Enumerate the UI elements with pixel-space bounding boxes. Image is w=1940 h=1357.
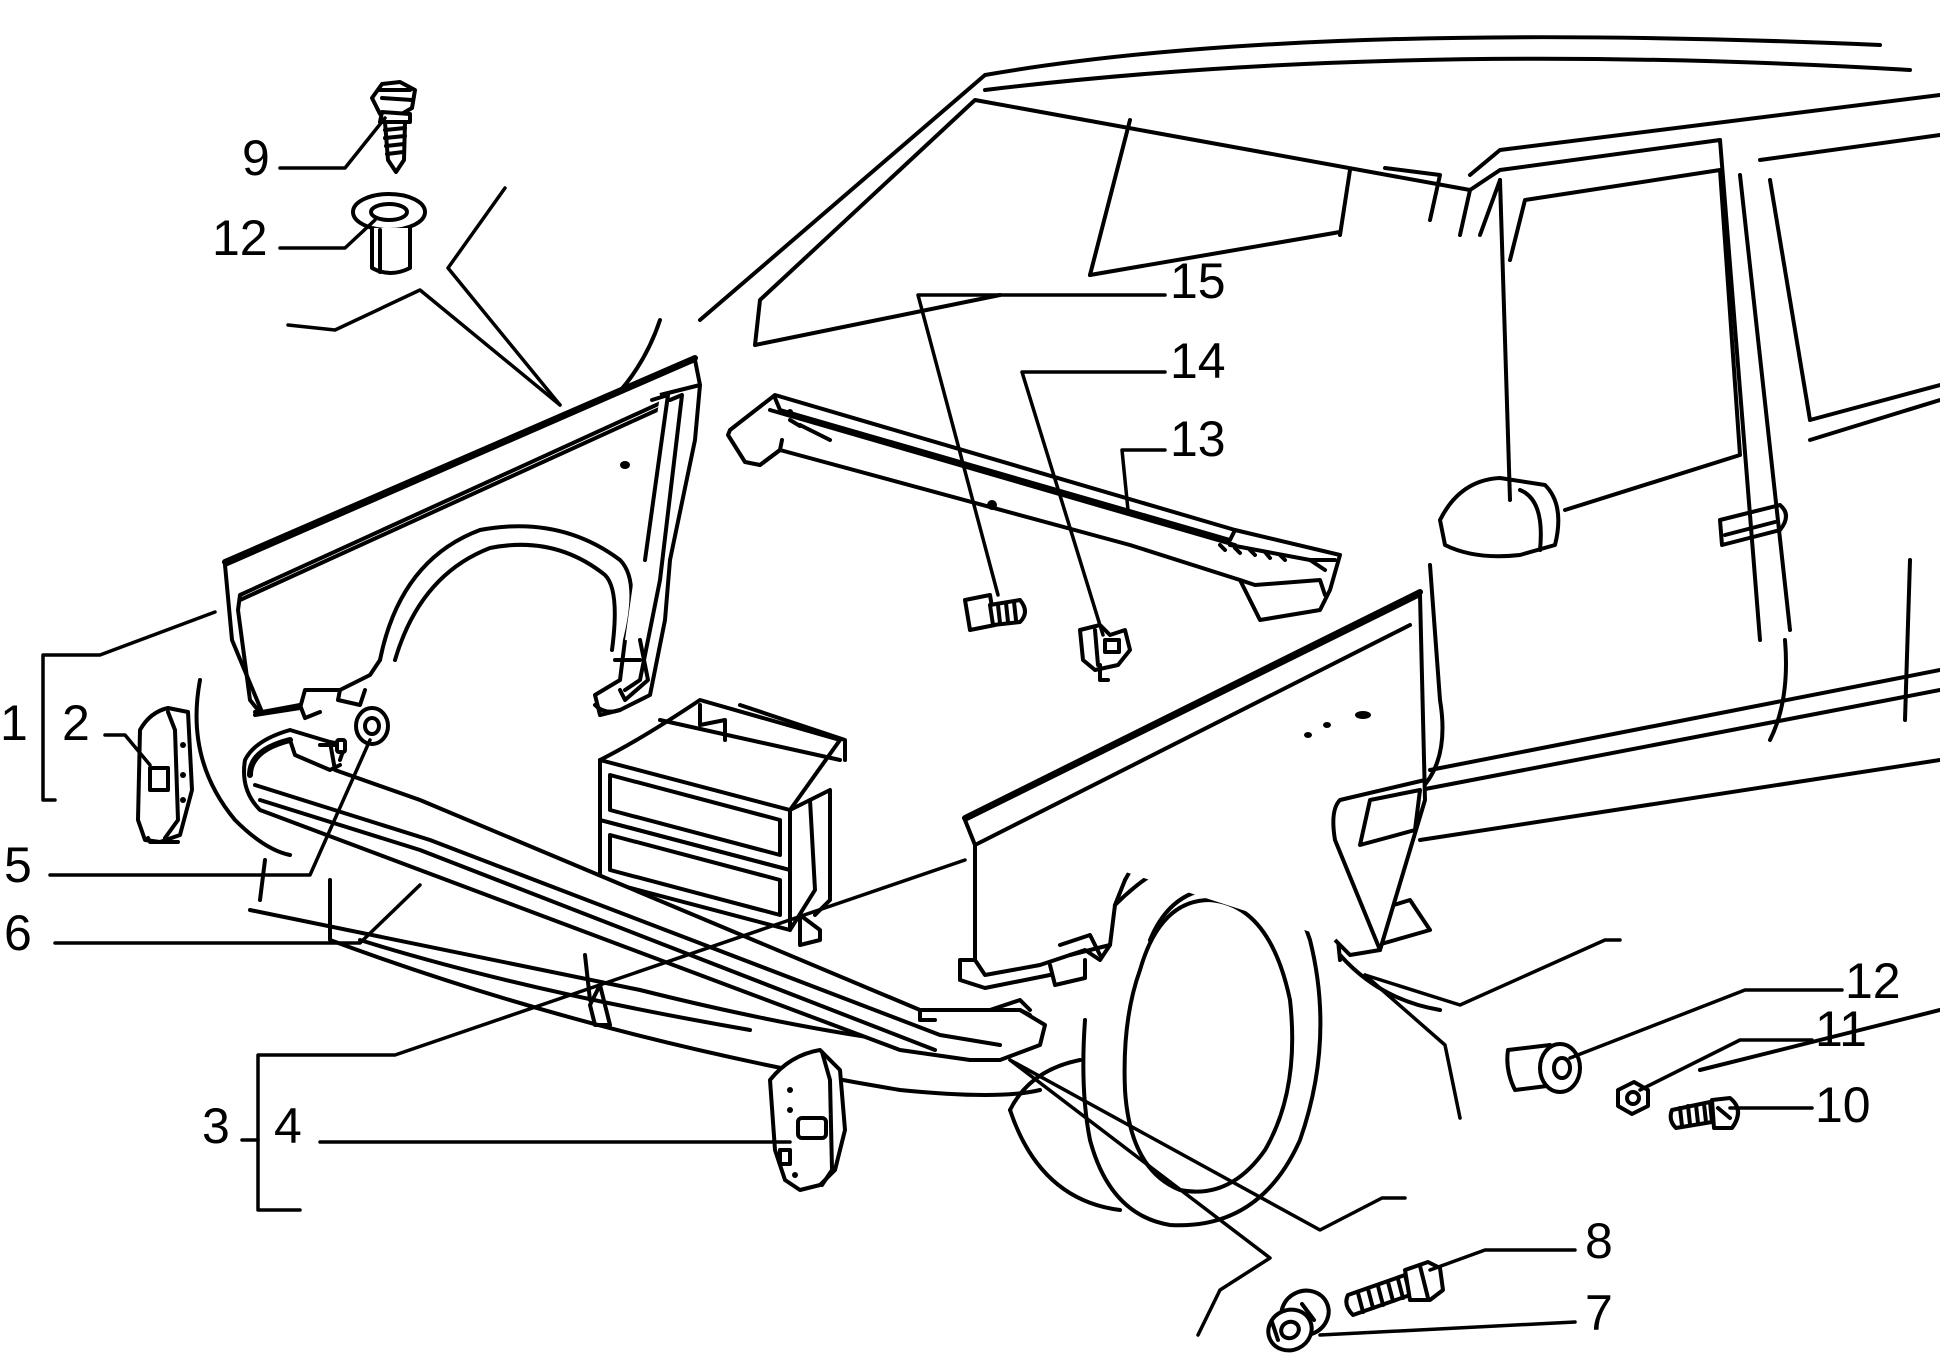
bolt-part-15 [963, 593, 1027, 632]
nut-insert-part-12-top [351, 192, 427, 275]
nut-insert-part-12-right [1505, 1042, 1582, 1094]
callout-3: 3 [202, 1098, 230, 1154]
callout-8: 8 [1585, 1213, 1613, 1269]
callout-labels: 9 12 1 2 5 6 3 4 15 14 13 12 11 10 8 7 [0, 130, 1901, 1341]
leader-lines [41, 116, 1844, 1337]
callout-5: 5 [4, 837, 32, 893]
bolt-part-8 [1344, 1260, 1445, 1317]
bracket-part-2 [136, 706, 194, 844]
cowl-panel [726, 393, 1342, 622]
callout-10: 10 [1815, 1077, 1871, 1133]
callout-12-top: 12 [212, 210, 268, 266]
callout-15: 15 [1170, 253, 1226, 309]
washer-part-5 [354, 706, 390, 746]
clip-part-14 [1078, 623, 1132, 682]
callout-12-right: 12 [1845, 953, 1901, 1009]
callout-14: 14 [1170, 333, 1226, 389]
callout-6: 6 [4, 905, 32, 961]
callout-13: 13 [1170, 411, 1226, 467]
callout-4: 4 [274, 1098, 302, 1154]
callout-11: 11 [1815, 1001, 1867, 1057]
car-body-outline [194, 35, 1940, 1228]
callout-2: 2 [62, 695, 90, 751]
right-front-fender [958, 589, 1427, 990]
bracket-part-4 [768, 1048, 847, 1192]
screw-part-10 [1668, 1096, 1740, 1130]
callout-7: 7 [1585, 1285, 1613, 1341]
grommet-part-7 [1266, 1288, 1331, 1353]
left-front-fender [222, 355, 702, 720]
front-bumper [242, 728, 1047, 1062]
screw-part-9 [370, 80, 417, 174]
callout-9: 9 [242, 130, 270, 186]
callout-1: 1 [0, 695, 28, 751]
